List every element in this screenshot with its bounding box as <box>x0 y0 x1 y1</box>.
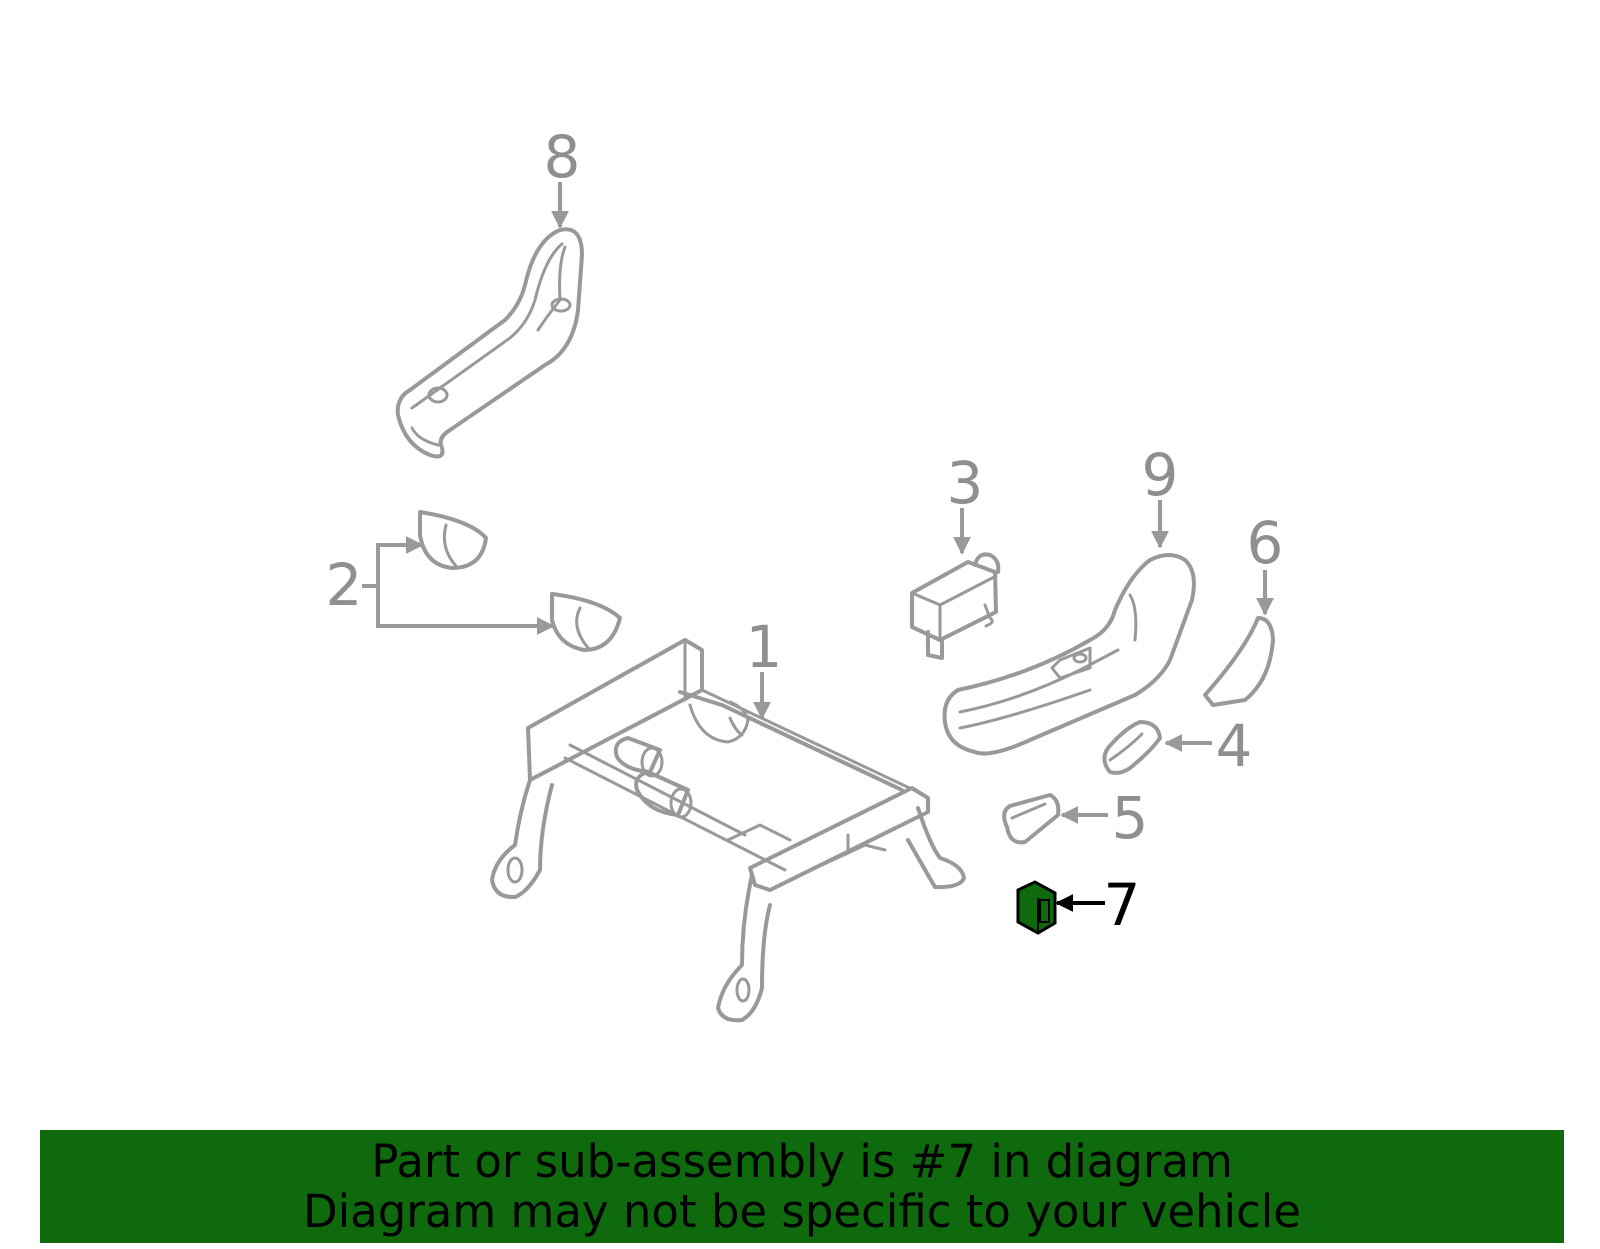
part-8-upper-trim <box>395 227 584 459</box>
leader-2b <box>376 586 555 635</box>
callout-9: 9 <box>1142 441 1179 509</box>
leader-2 <box>362 536 424 588</box>
part-6-trim-piece <box>1203 616 1275 707</box>
part-1-seat-frame <box>490 638 966 1023</box>
callout-1: 1 <box>746 613 783 681</box>
callout-7: 7 <box>1104 871 1141 939</box>
part-4-knob <box>1102 720 1162 775</box>
part-2-cap-lower <box>550 592 622 652</box>
callout-5: 5 <box>1112 784 1149 852</box>
callout-4: 4 <box>1216 712 1253 780</box>
banner-line-1: Part or sub-assembly is #7 in diagram <box>371 1134 1233 1188</box>
part-7-clip-highlighted <box>1016 880 1057 935</box>
callout-2: 2 <box>326 551 363 619</box>
banner-line-2: Diagram may not be specific to your vehi… <box>303 1184 1301 1238</box>
part-3-switch <box>910 552 1001 660</box>
part-5-knob <box>1002 793 1061 845</box>
part-9-side-trim <box>942 553 1196 756</box>
callout-8: 8 <box>544 123 581 191</box>
callout-3: 3 <box>947 449 984 517</box>
part-2-cap-upper <box>418 510 488 570</box>
callout-6: 6 <box>1247 509 1284 577</box>
info-banner: Part or sub-assembly is #7 in diagram Di… <box>40 1130 1564 1243</box>
